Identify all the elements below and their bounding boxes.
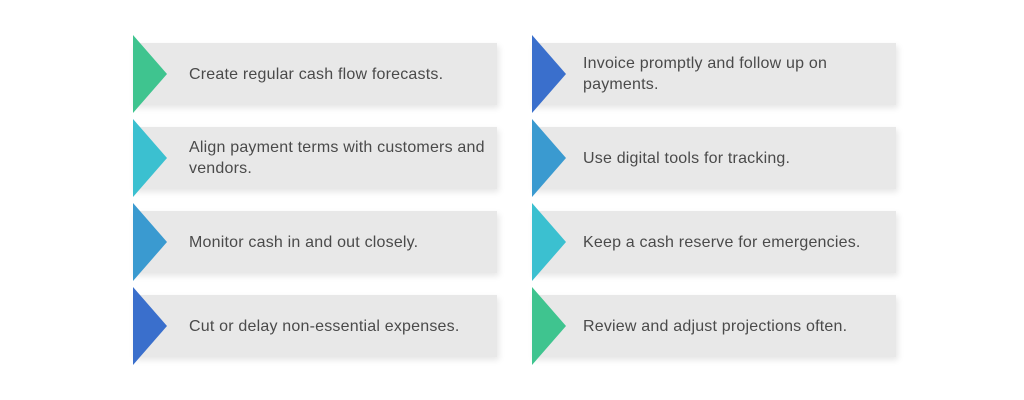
tip-item-left-4: Cut or delay non-essential expenses. xyxy=(133,287,497,365)
tip-item-right-3: Keep a cash reserve for emergencies. xyxy=(532,203,896,281)
tip-text: Use digital tools for tracking. xyxy=(583,149,791,167)
tip-text: Align payment terms with customers and v… xyxy=(189,139,485,177)
tip-text: Review and adjust projections often. xyxy=(583,317,848,335)
tip-text: Keep a cash reserve for emergencies. xyxy=(583,233,861,251)
tip-box xyxy=(532,127,896,189)
tip-text: Create regular cash flow forecasts. xyxy=(189,65,444,83)
tip-item-right-2: Use digital tools for tracking. xyxy=(532,119,896,197)
tip-item-left-2: Align payment terms with customers and v… xyxy=(133,119,497,197)
arrow-right-icon xyxy=(133,35,167,113)
tip-text: Monitor cash in and out closely. xyxy=(189,233,419,251)
tip-box xyxy=(532,295,896,357)
arrow-right-icon xyxy=(133,203,167,281)
arrow-right-icon xyxy=(532,119,566,197)
tip-item-left-3: Monitor cash in and out closely. xyxy=(133,203,497,281)
tip-text: Cut or delay non-essential expenses. xyxy=(189,317,460,335)
tip-box xyxy=(133,43,497,105)
arrow-right-icon xyxy=(532,287,566,365)
tip-item-left-1: Create regular cash flow forecasts. xyxy=(133,35,497,113)
arrow-right-icon xyxy=(133,119,167,197)
tip-box xyxy=(133,127,497,189)
tip-box xyxy=(532,43,896,105)
tip-text: Invoice promptly and follow up on paymen… xyxy=(583,55,828,93)
tip-item-right-1: Invoice promptly and follow up on paymen… xyxy=(532,35,896,113)
arrow-right-icon xyxy=(133,287,167,365)
tip-box xyxy=(133,295,497,357)
tip-item-right-4: Review and adjust projections often. xyxy=(532,287,896,365)
tip-box xyxy=(133,211,497,273)
arrow-right-icon xyxy=(532,203,566,281)
arrow-right-icon xyxy=(532,35,566,113)
tip-box xyxy=(532,211,896,273)
